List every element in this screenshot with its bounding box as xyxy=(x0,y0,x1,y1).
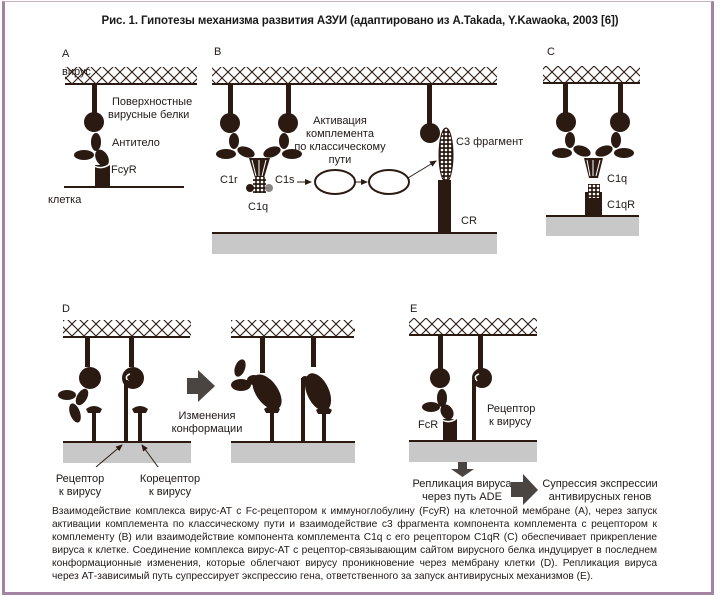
activation-label-4: пути xyxy=(329,154,352,166)
surface-protein-head xyxy=(420,123,440,143)
virus-receptor xyxy=(472,380,476,441)
e-receptor-label-1: Рецептор xyxy=(487,403,535,415)
c1q-label: C1q xyxy=(248,201,268,213)
cell-membrane xyxy=(546,217,639,236)
figure-caption: Взаимодействие комплекса вирус-АТ с Fc-р… xyxy=(52,506,657,582)
c1q-component xyxy=(253,177,266,193)
virus-coreceptor xyxy=(138,412,142,442)
figure-title: Рис. 1. Гипотезы механизма развития АЗУИ… xyxy=(101,15,619,27)
complement-intermediate xyxy=(314,169,356,195)
fcyr-label: FcyR xyxy=(111,164,137,176)
surface-proteins-label-2: вирусные белки xyxy=(108,109,189,121)
panel-d: D Рецептор к вирусу Корецептор к вирусу … xyxy=(56,303,355,498)
panel-b: B C1r C1s C1q Активация комплемента по к… xyxy=(212,46,523,254)
c3-label: C3 фрагмент xyxy=(456,136,523,148)
fcyr-receptor xyxy=(95,165,110,187)
activation-label-2: комплемента xyxy=(306,128,375,140)
antibody-arm xyxy=(74,150,94,160)
figure-diagram: A вирус Поверхностные вирусные белки Ант… xyxy=(48,46,658,505)
complement-intermediate xyxy=(368,169,410,195)
conformation-label-1: Изменения xyxy=(179,410,236,422)
antibody-fc xyxy=(95,149,109,167)
antibody-label: Антитело xyxy=(112,137,160,149)
panel-a-letter: A xyxy=(62,48,70,60)
fcr-label: FcR xyxy=(418,419,438,431)
cell-label: клетка xyxy=(48,194,82,206)
receptor-label-2: к вирусу xyxy=(59,486,102,498)
coreceptor-label-1: Корецептор xyxy=(140,473,200,485)
panel-e: E FcR Рецептор к вирусу Репликация вирус… xyxy=(409,303,658,505)
surface-protein-stalk xyxy=(92,84,97,114)
surface-protein-head xyxy=(84,112,104,132)
cell-membrane xyxy=(212,234,497,254)
c3-fragment xyxy=(438,127,454,183)
surface-proteins-label-1: Поверхностные xyxy=(112,96,192,108)
cr-receptor xyxy=(438,180,451,233)
coreceptor-label-2: к вирусу xyxy=(149,486,192,498)
right-arrow xyxy=(511,474,538,505)
c1q-label: C1q xyxy=(607,173,627,185)
conformation-label-2: конформации xyxy=(172,423,243,435)
replication-label-2: через путь ADE xyxy=(422,491,502,503)
c1qr-label: C1qR xyxy=(607,199,635,211)
panel-d-letter: D xyxy=(62,303,70,315)
receptor-label-1: Рецептор xyxy=(56,473,104,485)
fcr-receptor xyxy=(443,419,457,441)
virus-envelope xyxy=(212,67,497,83)
suppression-label-2: антивирусных генов xyxy=(549,491,652,503)
e-receptor-label-2: к вирусу xyxy=(489,416,532,428)
panel-c-letter: C xyxy=(547,46,555,58)
virus-envelope xyxy=(65,67,197,83)
surface-protein-head xyxy=(220,113,240,133)
c1s-label: C1s xyxy=(275,174,295,186)
antibody-arm xyxy=(91,133,101,151)
panel-e-letter: E xyxy=(410,303,417,315)
activation-label-3: по классическому xyxy=(294,141,386,153)
surface-protein-head xyxy=(278,113,298,133)
virus-receptor xyxy=(124,380,128,442)
panel-c: C C1q C1qR xyxy=(543,46,640,236)
activation-label-1: Активация xyxy=(313,115,367,127)
conformation-arrow xyxy=(187,370,215,402)
suppression-label-1: Супрессия экспрессии xyxy=(542,478,657,490)
panel-b-letter: B xyxy=(214,46,221,58)
down-arrow xyxy=(451,462,474,477)
panel-a: A вирус Поверхностные вирусные белки Ант… xyxy=(48,48,197,206)
cr-label: CR xyxy=(461,215,477,227)
c1r-label: C1r xyxy=(220,174,238,186)
replication-label-1: Репликация вируса xyxy=(412,478,512,490)
virus-envelope xyxy=(543,66,640,82)
